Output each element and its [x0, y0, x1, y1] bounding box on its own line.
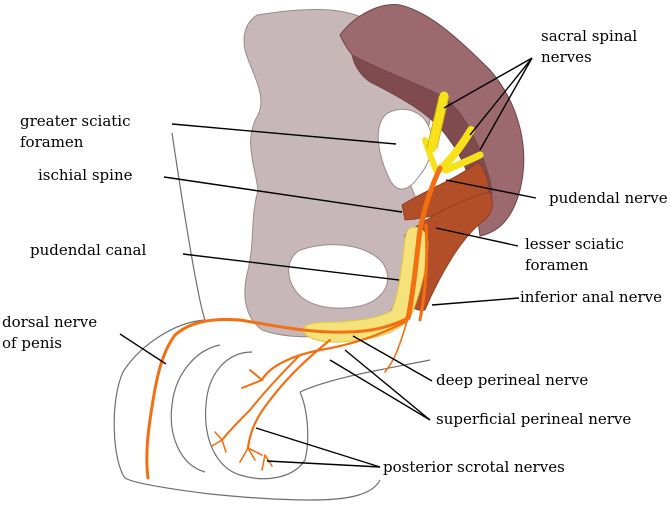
leader-sacral-3 — [479, 57, 533, 151]
label-dorsal-nerve-of-penis: dorsal nerve of penis — [2, 313, 98, 352]
leader-scrotal-2 — [266, 460, 381, 468]
label-deep-perineal-nerve: deep perineal nerve — [436, 371, 589, 389]
obturator-foramen — [288, 244, 389, 309]
leader-lesser-sciatic — [435, 227, 519, 247]
label-ischial-spine: ischial spine — [38, 166, 133, 184]
leader-pudendal-canal — [182, 253, 400, 281]
leader-scrotal-1 — [255, 427, 381, 468]
label-greater-sciatic-foramen: greater sciatic foramen — [20, 112, 131, 151]
leader-ischial-spine — [163, 176, 403, 213]
label-pudendal-nerve: pudendal nerve — [549, 189, 668, 207]
label-superficial-perineal-nerve: superficial perineal nerve — [436, 410, 632, 428]
label-pudendal-canal: pudendal canal — [30, 241, 147, 259]
scrotum-outline — [205, 351, 309, 480]
leader-greater-sciatic — [171, 123, 397, 145]
leader-deep-perineal — [352, 335, 433, 382]
sacral-nerves — [422, 91, 484, 174]
leader-lines — [119, 57, 537, 468]
label-lesser-sciatic-foramen: lesser sciatic foramen — [525, 235, 624, 274]
penis-outline — [170, 344, 221, 473]
body-outline — [113, 132, 381, 501]
perineum-outline — [299, 359, 431, 393]
leader-dorsal-nerve — [119, 333, 167, 365]
label-inferior-anal-nerve: inferior anal nerve — [520, 288, 662, 306]
sacral-nerves-outline — [426, 95, 450, 149]
leader-sacral-2 — [469, 57, 533, 136]
greater-sciatic-foramen — [377, 108, 433, 190]
label-posterior-scrotal-nerves: posterior scrotal nerves — [383, 458, 565, 476]
pudendal-nerve — [145, 165, 443, 480]
label-sacral-spinal-nerves: sacral spinal nerves — [541, 27, 638, 66]
leader-pudendal-nerve — [445, 179, 537, 199]
leader-superficial-2 — [329, 359, 431, 421]
leader-sacral-1 — [443, 57, 533, 109]
leader-superficial-1 — [344, 349, 431, 421]
leader-inferior-anal — [431, 297, 520, 306]
